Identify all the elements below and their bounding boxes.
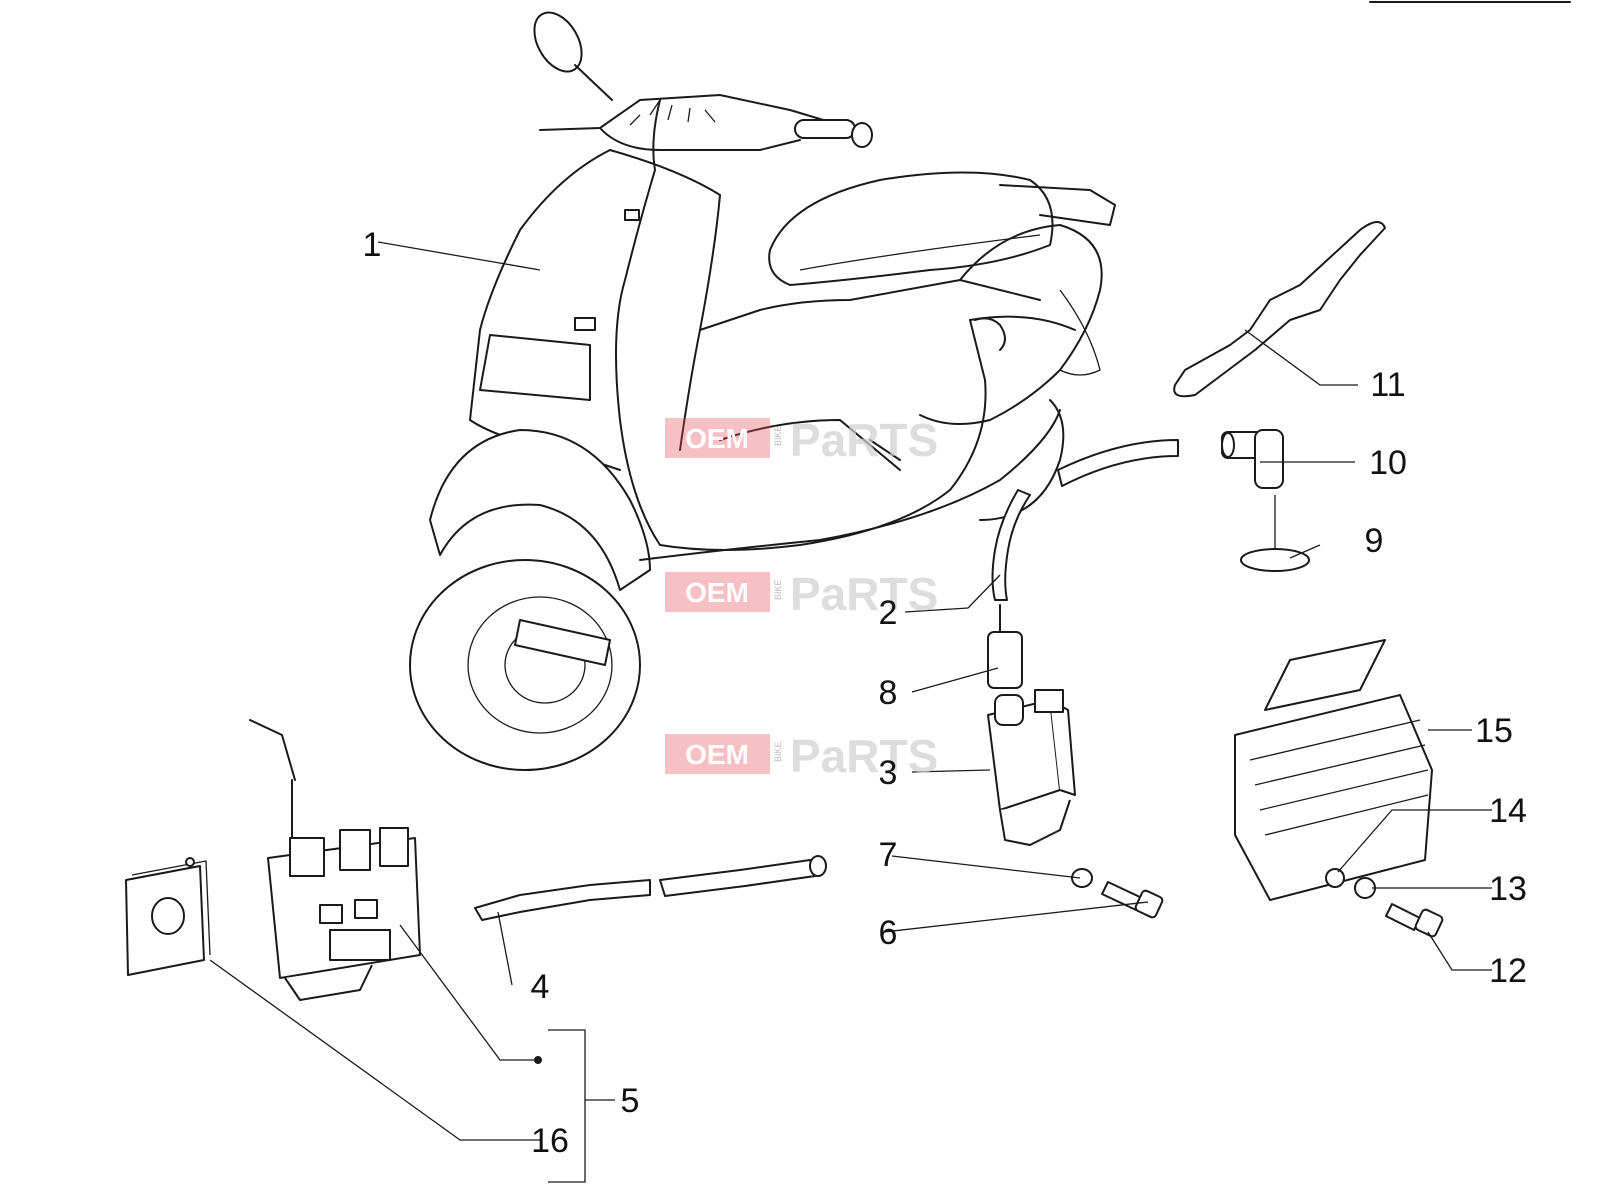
watermark-badge <box>665 572 770 612</box>
callout-label-14: 14 <box>1489 792 1527 830</box>
part-7-washer <box>1071 868 1093 888</box>
watermark-brand-right: PaRTS <box>790 730 938 782</box>
watermark-brand-right: PaRTS <box>790 414 938 466</box>
part-6-bolt <box>1101 881 1164 919</box>
callout-label-15: 15 <box>1475 712 1513 750</box>
callout-label-10: 10 <box>1369 444 1407 482</box>
scooter-drawing <box>409 11 1116 771</box>
callout-label-8: 8 <box>879 674 898 712</box>
callout-label-7: 7 <box>879 836 898 874</box>
watermark-brand-mid: BIKE <box>773 579 783 600</box>
part-15-regulator <box>1234 639 1433 901</box>
callout-label-9: 9 <box>1365 522 1384 560</box>
callout-label-11: 11 <box>1370 366 1405 404</box>
part-11-bracket <box>1173 221 1386 398</box>
callout-label-3: 3 <box>879 754 898 792</box>
part-4-cable <box>474 855 827 921</box>
part-9-washer <box>1240 548 1310 572</box>
part-16-pad <box>125 857 211 976</box>
part-3-ignition-coil <box>987 689 1076 846</box>
callout-label-1: 1 <box>363 226 382 264</box>
watermark-brand-left: OEM <box>685 577 749 608</box>
watermark-brand-mid: BIKE <box>773 741 783 762</box>
callout-label-16: 16 <box>531 1122 569 1160</box>
callout-label-5: 5 <box>621 1082 640 1120</box>
watermark-brand-right: PaRTS <box>790 568 938 620</box>
callout-label-13: 13 <box>1489 870 1527 908</box>
part-14-washer <box>1325 868 1345 888</box>
watermark-badge <box>665 418 770 458</box>
watermark-brand-left: OEM <box>685 423 749 454</box>
callout-label-12: 12 <box>1489 952 1527 990</box>
part-2-ht-lead <box>1057 439 1179 487</box>
callout-label-2: 2 <box>879 594 898 632</box>
watermark: OEM BIKE PaRTS OEM BIKE PaRTS OEM BIKE PaRTS <box>665 414 938 782</box>
watermark-brand-left: OEM <box>685 739 749 770</box>
watermark-badge <box>665 734 770 774</box>
callout-label-6: 6 <box>879 914 898 952</box>
callout-label-4: 4 <box>531 968 550 1006</box>
part-10-spark-cap <box>1221 429 1284 489</box>
part-8-connector <box>987 631 1023 689</box>
watermark-brand-mid: BIKE <box>773 425 783 446</box>
leader-lines <box>209 241 1492 1183</box>
part-12-bolt <box>1385 903 1444 938</box>
part-5-cdi-unit <box>249 719 421 1001</box>
